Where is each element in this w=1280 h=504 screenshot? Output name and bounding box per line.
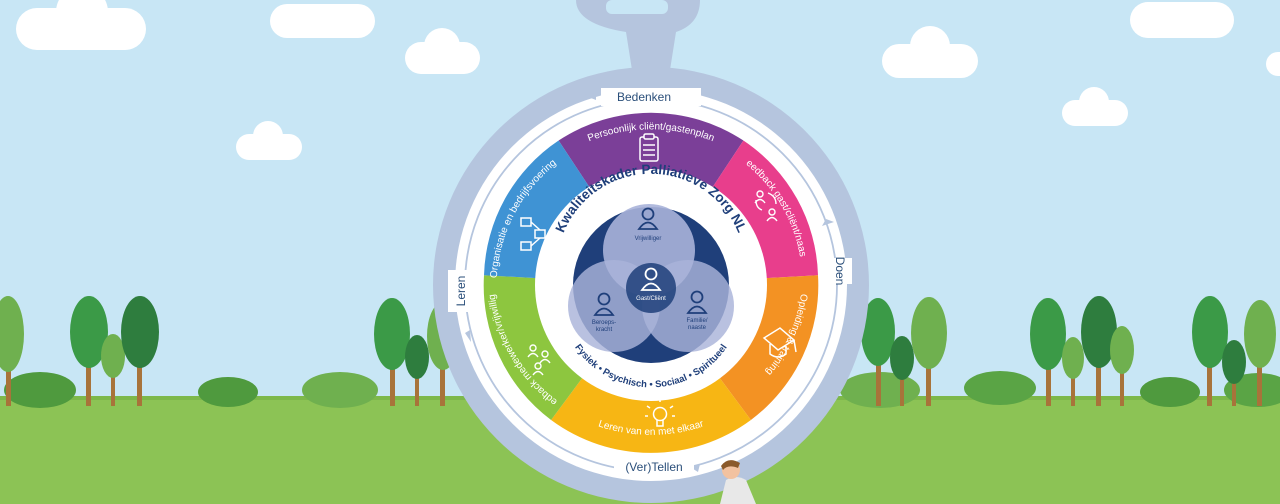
arrow-icon <box>583 93 596 100</box>
person-icon <box>637 207 659 230</box>
group-icon <box>527 344 551 376</box>
segment-organisation <box>484 140 597 279</box>
label-bedenken: Bedenken <box>617 90 671 104</box>
role-volunteer: Vrijwilliger <box>635 236 662 242</box>
role-guest: Gast/Cliënt <box>636 296 666 302</box>
person-icon <box>593 292 615 316</box>
people-exchange-icon <box>754 190 778 222</box>
label-leren: Leren <box>454 276 468 307</box>
label-vertellen: (Ver)Tellen <box>625 460 682 474</box>
role-family-line1: Familie/ <box>686 318 707 324</box>
trees <box>0 296 1276 406</box>
segment-training <box>710 275 819 420</box>
role-professional-line1: Beroeps- <box>592 320 616 326</box>
person-icon <box>686 290 708 314</box>
arrow-icon <box>822 219 834 226</box>
venn-guest <box>626 263 676 313</box>
role-professional-line2: kracht <box>596 327 613 333</box>
graduation-cap-icon <box>762 327 797 358</box>
arrow-icon <box>690 464 700 472</box>
clipboard-icon <box>639 133 659 162</box>
clouds <box>16 0 1280 160</box>
arrow-icon <box>465 330 471 342</box>
role-family-line2: naaste <box>688 325 707 331</box>
person-icon <box>640 267 662 291</box>
lightbulb-icon <box>645 399 675 427</box>
segment-feedback-staff <box>483 275 592 420</box>
person-figure <box>720 460 756 504</box>
wheel-mount <box>576 0 700 70</box>
bushes <box>4 371 1280 408</box>
label-doen: Doen <box>833 257 847 286</box>
network-icon <box>520 217 546 251</box>
